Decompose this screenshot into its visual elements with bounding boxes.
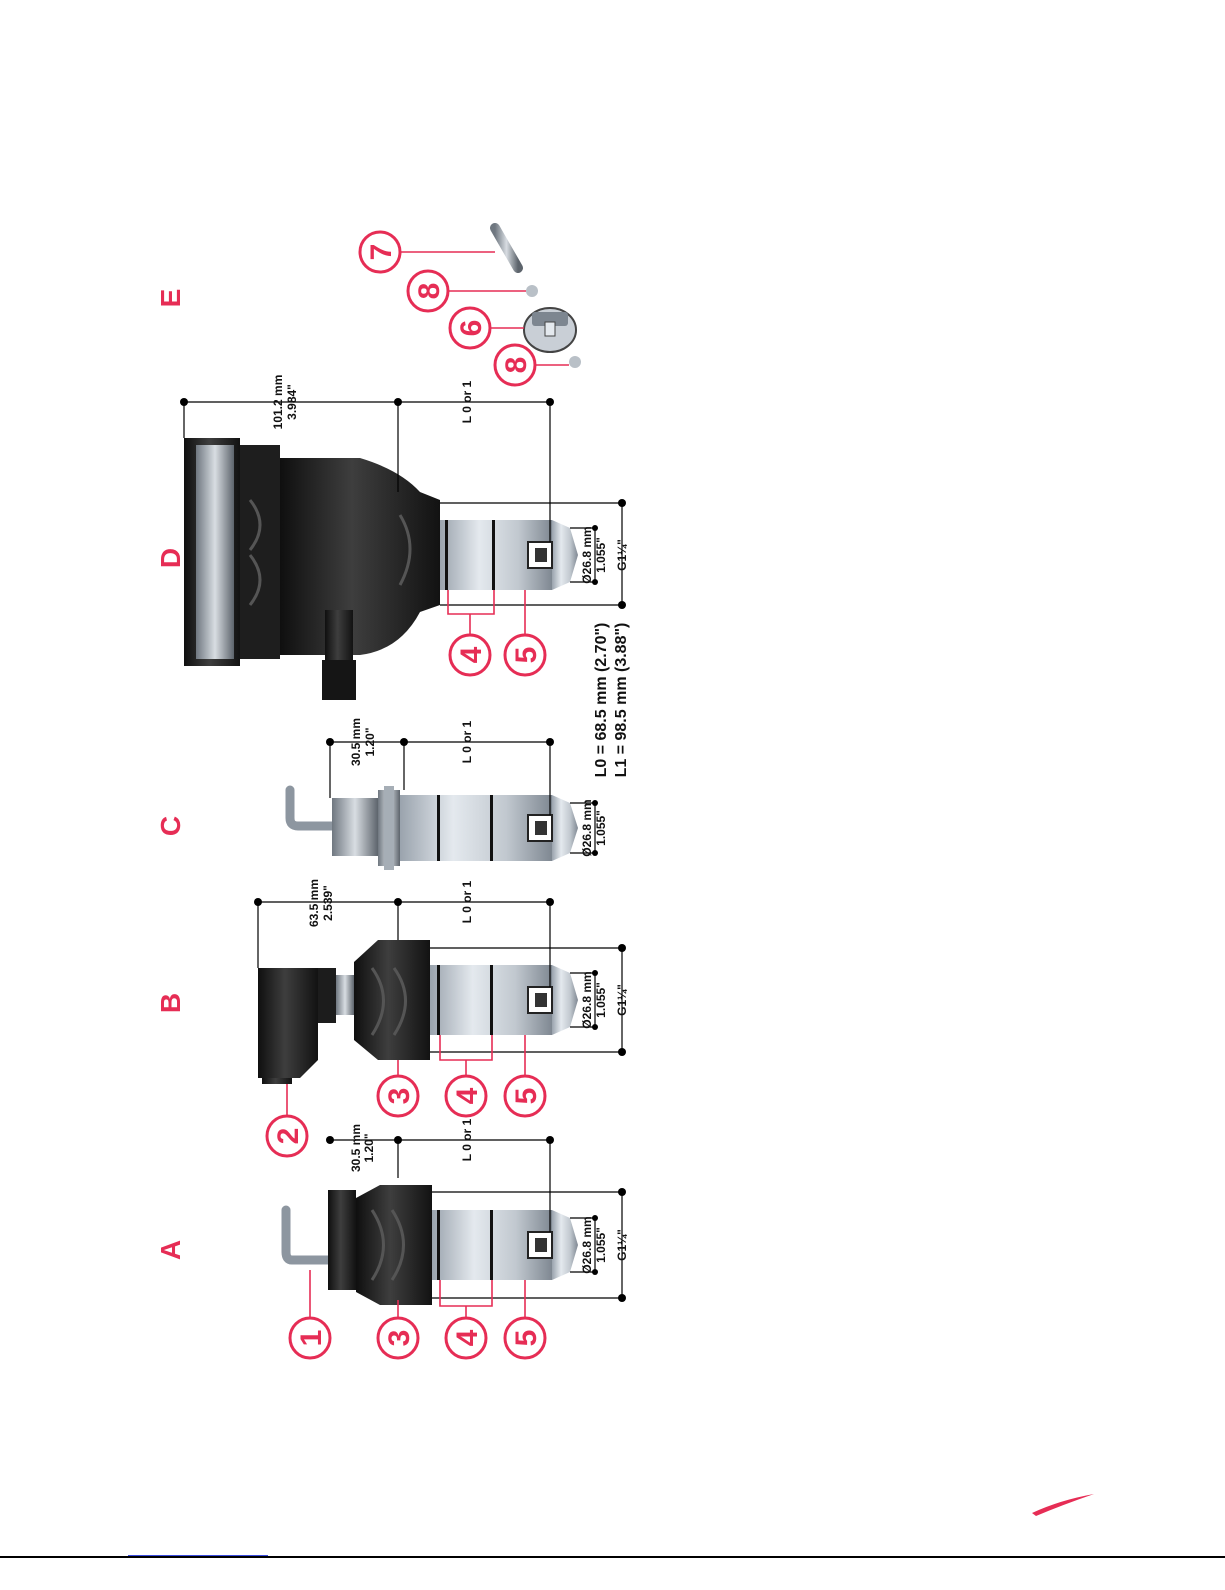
a-dim-dia-in: 1.055" [594, 1227, 608, 1263]
b-dim-thread: G1¼" [615, 984, 629, 1016]
c-dim-len: L 0 or 1 [460, 720, 474, 763]
b-dim-dia-in: 1.055" [594, 982, 608, 1018]
brand-swash-icon [1032, 1494, 1094, 1516]
c-dim-top-mm: 30.5 mm [349, 718, 363, 766]
a-dim-top-mm: 30.5 mm [349, 1124, 363, 1172]
footer-link-underline [128, 1555, 268, 1557]
l1-definition: L1 = 98.5 mm (3.88") [613, 623, 630, 778]
callout-5-a: 5 [510, 1330, 543, 1347]
device-c [290, 786, 578, 870]
l0-definition: L0 = 68.5 mm (2.70") [593, 623, 610, 778]
b-dim-dia-mm: Ø26.8 mm [580, 971, 594, 1028]
a-dim-len: L 0 or 1 [460, 1118, 474, 1161]
b-dim-top-in: 2.539" [321, 885, 335, 921]
c-dim-top-in: 1.20" [363, 727, 377, 756]
c-dim-dia-mm: Ø26.8 mm [580, 799, 594, 856]
section-letter-d: D [155, 548, 186, 568]
callout-8-top: 8 [413, 283, 446, 300]
callout-8-bottom: 8 [500, 357, 533, 374]
device-b [258, 940, 578, 1084]
d-dim-len: L 0 or 1 [460, 380, 474, 423]
d-dim-top-in: 3.984" [285, 384, 299, 420]
callout-1: 1 [295, 1330, 328, 1347]
callout-7: 7 [365, 244, 398, 261]
section-letter-e: E [155, 289, 186, 308]
callout-5-b: 5 [510, 1088, 543, 1105]
section-letter-a: A [155, 1240, 186, 1260]
section-letter-c: C [155, 816, 186, 836]
section-letter-b: B [155, 993, 186, 1013]
callout-5-d: 5 [510, 647, 543, 664]
b-dim-len: L 0 or 1 [460, 880, 474, 923]
callout-6: 6 [455, 320, 488, 337]
a-dim-thread: G1¼" [615, 1229, 629, 1261]
callout-4-b: 4 [451, 1087, 484, 1104]
d-dim-dia-in: 1.055" [594, 537, 608, 573]
callout-4-d: 4 [455, 646, 488, 663]
device-a [286, 1185, 578, 1305]
b-dim-top-mm: 63.5 mm [307, 879, 321, 927]
callout-4-a: 4 [451, 1329, 484, 1346]
callout-3-b: 3 [383, 1088, 416, 1105]
callout-3-a: 3 [383, 1330, 416, 1347]
c-dim-dia-in: 1.055" [594, 810, 608, 846]
a-dim-top-in: 1.20" [362, 1133, 376, 1162]
d-dim-dia-mm: Ø26.8 mm [580, 526, 594, 583]
callout-2: 2 [272, 1128, 305, 1145]
d-dim-thread: G1¼" [615, 539, 629, 571]
d-dim-top-mm: 101.2 mm [271, 375, 285, 430]
a-dim-dia-mm: Ø26.8 mm [580, 1216, 594, 1273]
